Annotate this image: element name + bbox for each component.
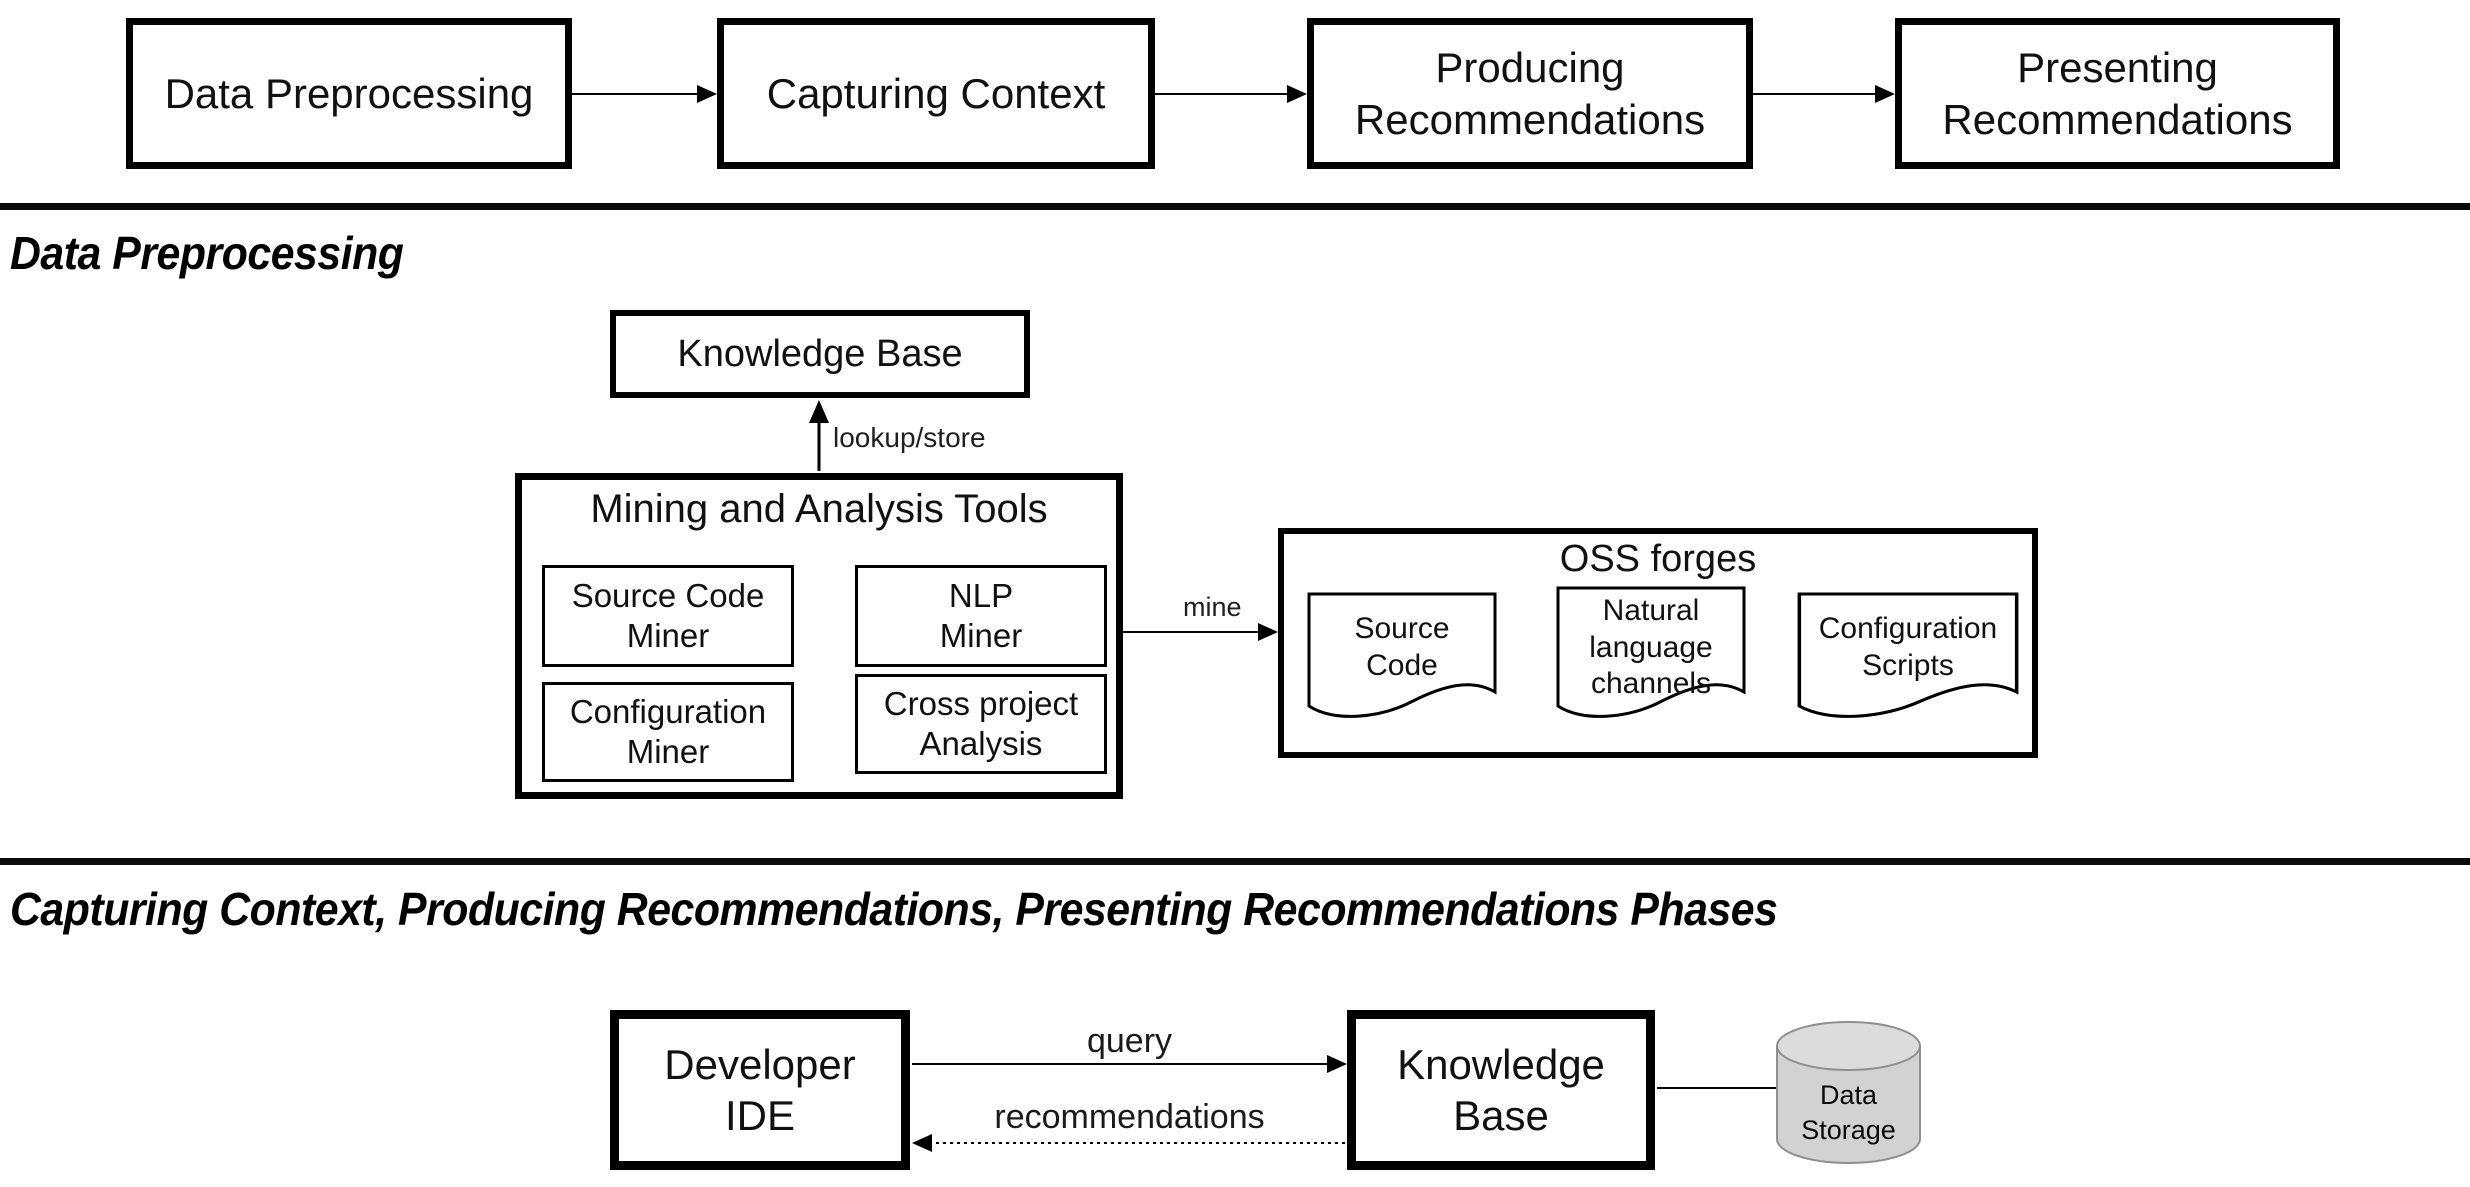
data-storage-cylinder: Data Storage: [1775, 1020, 1922, 1165]
section-heading-data-preprocessing: Data Preprocessing: [10, 227, 404, 279]
document-label: Source Code: [1354, 612, 1450, 682]
tool-box-nlp-miner: NLP Miner: [855, 565, 1107, 667]
arrow-lookup-store: [809, 400, 829, 471]
phase-label: Capturing Context: [766, 69, 1106, 117]
phase-box-producing-recommendations: Producing Recommendations: [1307, 18, 1753, 169]
knowledge-base-box-bottom: Knowledge Base: [1347, 1010, 1655, 1170]
mining-analysis-tools-title: Mining and Analysis Tools: [590, 487, 1048, 531]
arrow-capturing-to-producing: [1155, 85, 1307, 103]
data-storage-label: Data Storage: [1801, 1080, 1896, 1146]
cylinder-icon: [1776, 1021, 1921, 1164]
developer-ide-box: Developer IDE: [610, 1010, 910, 1170]
document-natural-language-channels: Natural language channels: [1556, 586, 1746, 726]
phase-label: Data Preprocessing: [164, 69, 534, 117]
tool-box-cross-project-analysis: Cross project Analysis: [855, 674, 1107, 774]
document-shape-icon: [1556, 586, 1746, 718]
document-label: Configuration Scripts: [1818, 612, 1998, 682]
knowledge-base-box-top: Knowledge Base: [610, 310, 1030, 398]
oss-forges-title: OSS forges: [1559, 538, 1757, 580]
phase-box-capturing-context: Capturing Context: [717, 18, 1155, 169]
tool-label: NLP Miner: [939, 576, 1023, 654]
query-label: query: [1086, 1022, 1173, 1060]
document-shape-icon: [1307, 592, 1497, 718]
section-divider-1: [0, 203, 2470, 210]
document-source-code: Source Code: [1307, 592, 1497, 724]
phase-box-data-preprocessing: Data Preprocessing: [126, 18, 572, 169]
section-heading-phases: Capturing Context, Producing Recommendat…: [10, 883, 1778, 935]
knowledge-base-label: Knowledge Base: [1397, 1040, 1605, 1139]
tool-label: Configuration Miner: [569, 692, 767, 770]
tool-label: Cross project Analysis: [883, 684, 1079, 762]
developer-ide-label: Developer IDE: [664, 1040, 856, 1139]
knowledge-base-label: Knowledge Base: [677, 332, 963, 375]
section-divider-2: [0, 858, 2470, 865]
phase-label: Presenting Recommendations: [1942, 44, 2293, 143]
tool-box-source-code-miner: Source Code Miner: [542, 565, 794, 667]
tool-box-configuration-miner: Configuration Miner: [542, 682, 794, 782]
arrow-preprocessing-to-capturing: [572, 85, 717, 103]
arrow-mine: [1123, 623, 1278, 641]
recommendations-label: recommendations: [994, 1098, 1265, 1136]
arrow-producing-to-presenting: [1753, 85, 1895, 103]
document-configuration-scripts: Configuration Scripts: [1797, 592, 2019, 724]
mine-label: mine: [1183, 592, 1242, 622]
lookup-store-label: lookup/store: [833, 422, 986, 453]
document-shape-icon: [1797, 592, 2019, 718]
tool-label: Source Code Miner: [571, 576, 765, 654]
phase-label: Producing Recommendations: [1354, 44, 1706, 143]
phase-box-presenting-recommendations: Presenting Recommendations: [1895, 18, 2340, 169]
document-label: Natural language channels: [1589, 594, 1713, 701]
